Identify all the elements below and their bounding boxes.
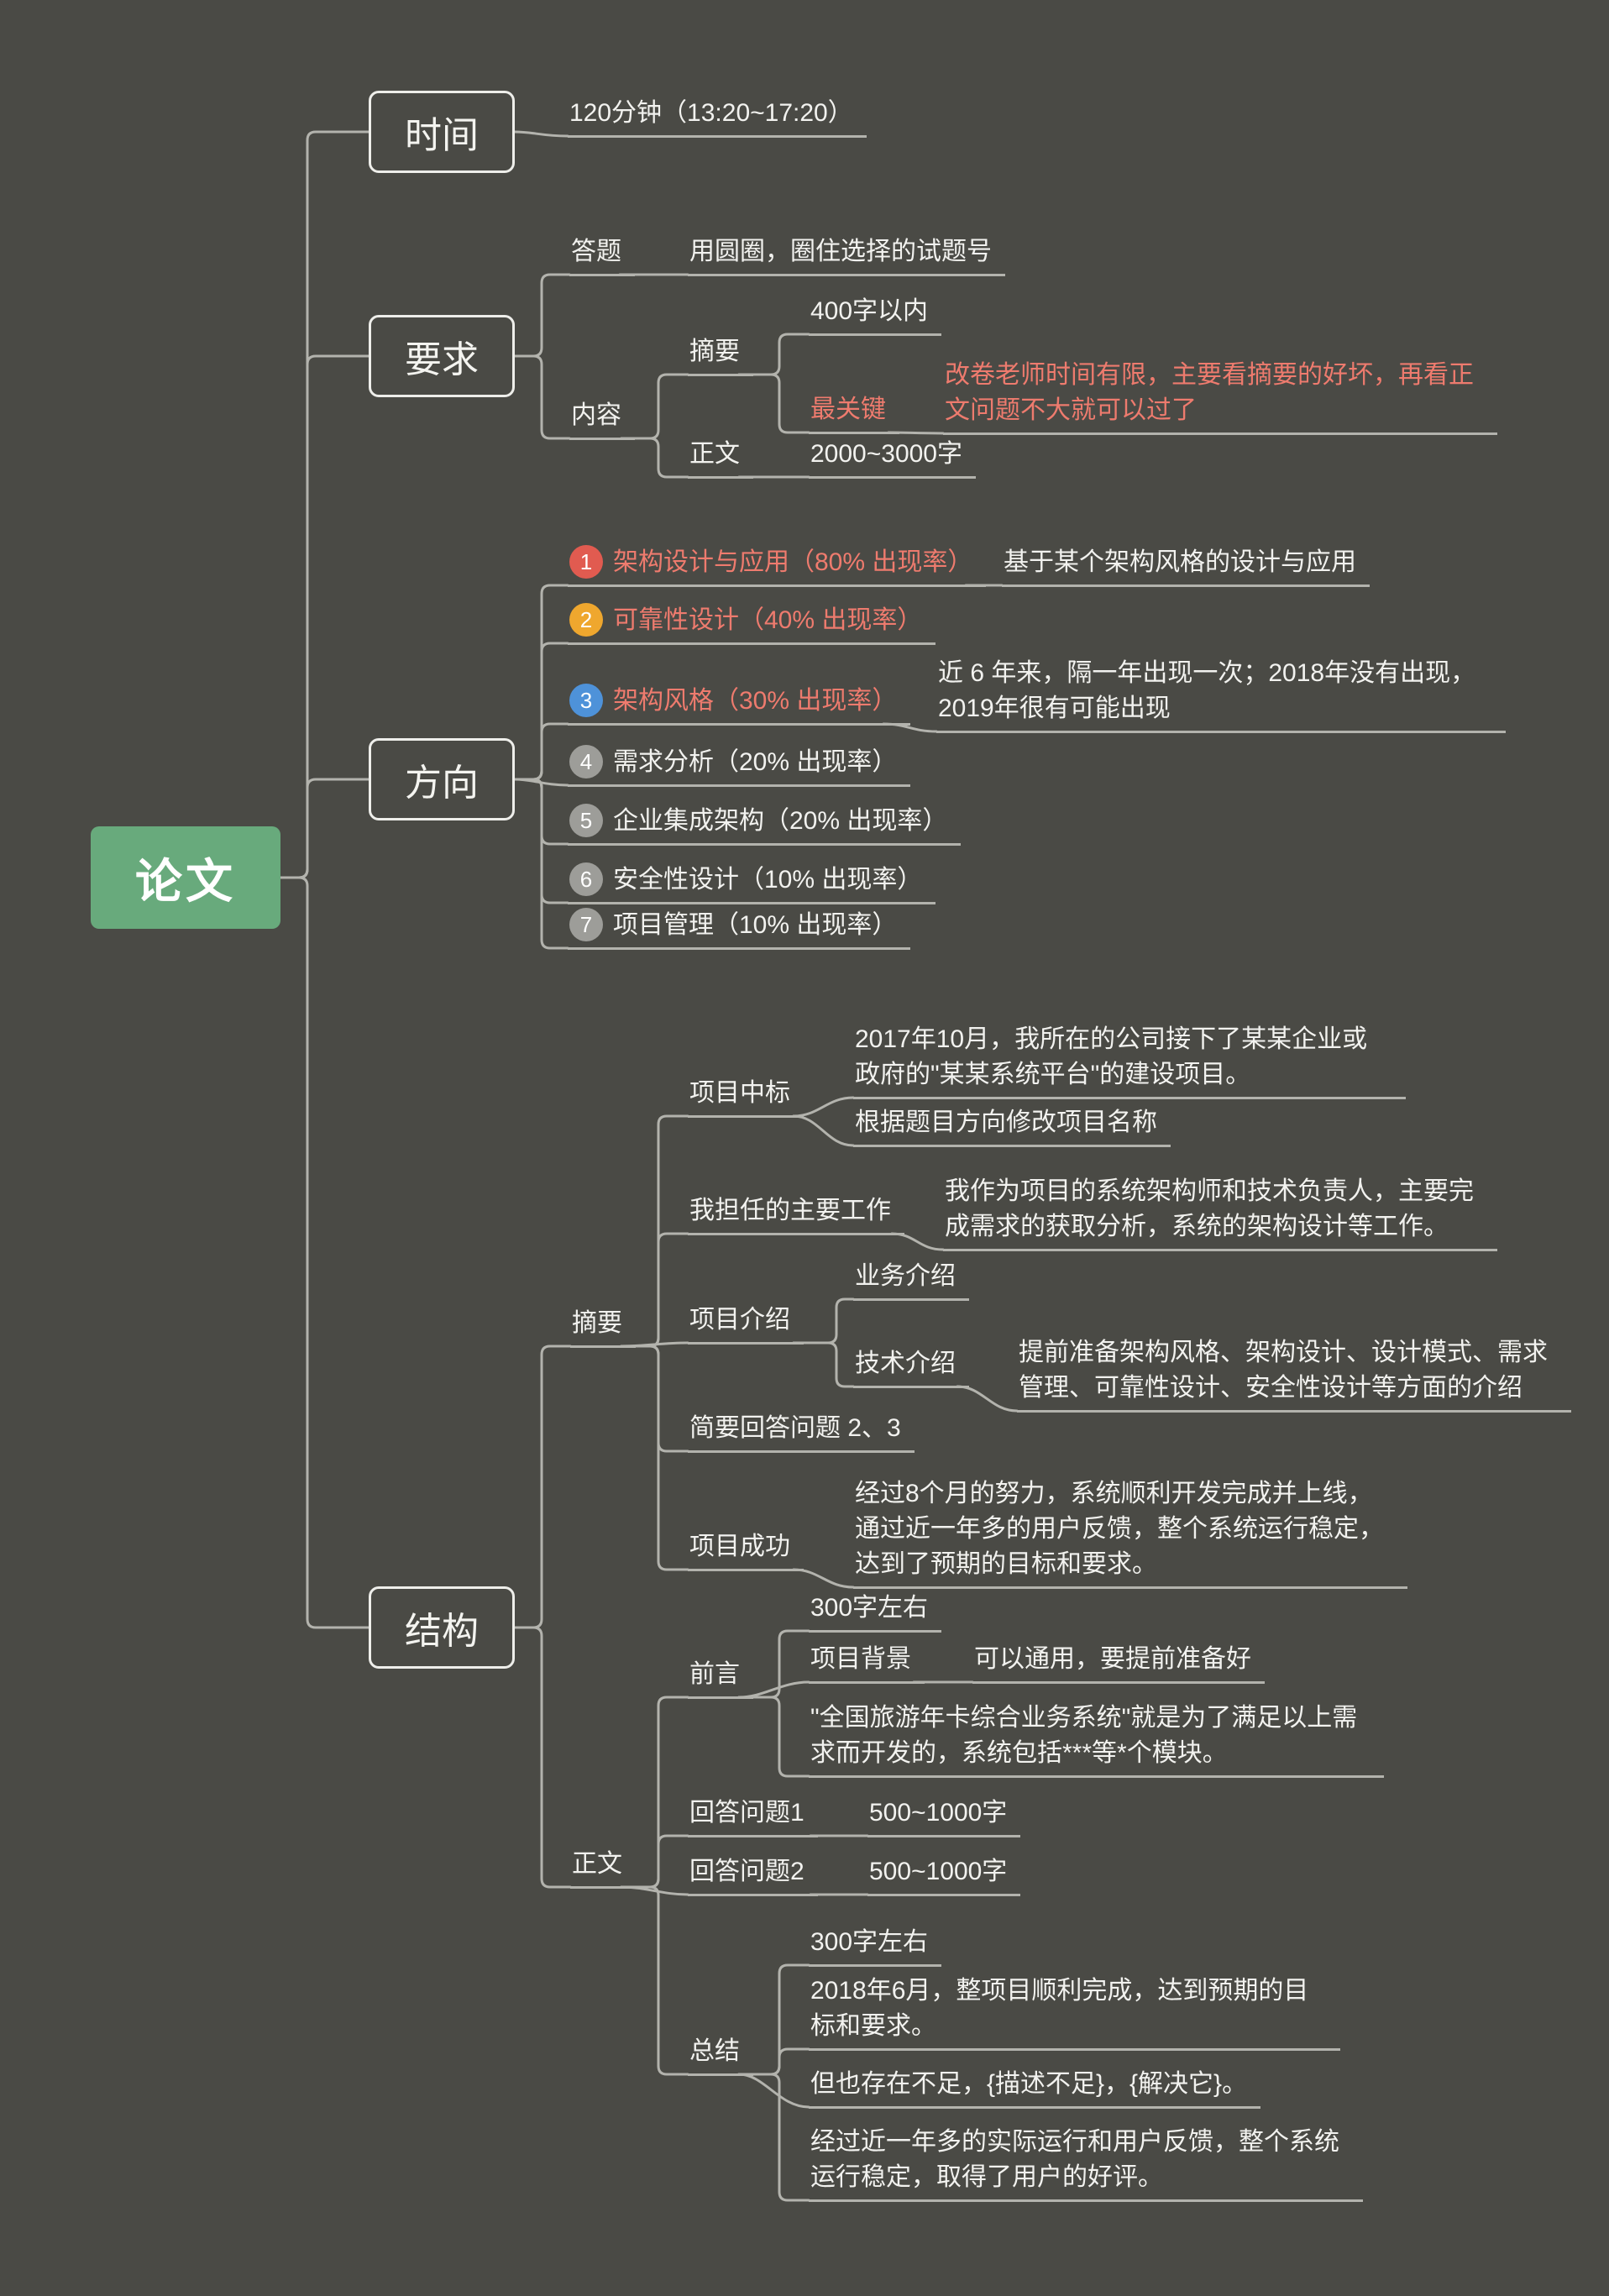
abstract-win-note2[interactable]: 根据题目方向修改项目名称 (853, 1105, 1171, 1147)
body-q1-limit[interactable]: 500~1000字 (867, 1795, 1021, 1837)
direction-item-label: 架构风格（30% 出现率） (613, 687, 898, 715)
time-duration-note[interactable]: 120分钟（13:20~17:20） (568, 96, 867, 138)
body-q2[interactable]: 回答问题2 (688, 1854, 818, 1896)
body-background[interactable]: 项目背景 (809, 1642, 925, 1684)
body-summary-note3[interactable]: 经过近一年多的实际运行和用户反馈，整个系统运行稳定，取得了用户的好评。 (809, 2125, 1363, 2202)
body-q1[interactable]: 回答问题1 (688, 1795, 818, 1837)
body-preface[interactable]: 前言 (688, 1657, 753, 1699)
abstract-intro-tech[interactable]: 技术介绍 (853, 1346, 969, 1388)
abstract-role-note[interactable]: 我作为项目的系统架构师和技术负责人，主要完成需求的获取分析，系统的架构设计等工作… (943, 1174, 1497, 1251)
topic-structure[interactable]: 结构 (369, 1586, 515, 1669)
topic-req[interactable]: 要求 (369, 315, 515, 397)
req-body-limit[interactable]: 2000~3000字 (809, 437, 976, 479)
structure-body[interactable]: 正文 (570, 1847, 636, 1889)
body-summary-note2[interactable]: 但也存在不足，{描述不足}，{解决它}。 (809, 2067, 1261, 2109)
root-topic[interactable]: 论文 (91, 826, 280, 929)
body-preface-limit[interactable]: 300字左右 (809, 1591, 942, 1633)
direction-item-6[interactable]: 6 安全性设计（10% 出现率） (568, 862, 936, 905)
direction-item-label: 架构设计与应用（80% 出现率） (613, 548, 973, 576)
abstract-intro[interactable]: 项目介绍 (688, 1303, 804, 1345)
direction-item-5[interactable]: 5 企业集成架构（20% 出现率） (568, 804, 962, 847)
direction-item-3-note[interactable]: 近 6 年来，隔一年出现一次；2018年没有出现，2019年很有可能出现 (936, 656, 1506, 733)
direction-item-2[interactable]: 2 可靠性设计（40% 出现率） (568, 603, 936, 646)
number-badge: 2 (569, 603, 603, 637)
req-content[interactable]: 内容 (569, 398, 635, 440)
abstract-success-note[interactable]: 经过8个月的努力，系统顺利开发完成并上线，通过近一年多的用户反馈，整个系统运行稳… (853, 1476, 1407, 1589)
req-key[interactable]: 最关键 (809, 392, 899, 434)
body-summary[interactable]: 总结 (688, 2034, 753, 2076)
structure-abstract[interactable]: 摘要 (570, 1306, 636, 1348)
direction-item-1-note[interactable]: 基于某个架构风格的设计与应用 (1002, 545, 1370, 587)
number-badge: 5 (569, 804, 603, 838)
body-q2-limit[interactable]: 500~1000字 (867, 1854, 1021, 1896)
body-preface-note[interactable]: "全国旅游年卡综合业务系统"就是为了满足以上需求而开发的，系统包括***等*个模… (809, 1701, 1384, 1778)
abstract-role[interactable]: 我担任的主要工作 (688, 1193, 904, 1235)
abstract-intro-business[interactable]: 业务介绍 (853, 1259, 969, 1301)
direction-item-label: 安全性设计（10% 出现率） (613, 866, 923, 894)
direction-item-3[interactable]: 3 架构风格（30% 出现率） (568, 684, 911, 726)
direction-item-label: 可靠性设计（40% 出现率） (613, 606, 923, 634)
body-summary-limit[interactable]: 300字左右 (809, 1925, 942, 1967)
abstract-win[interactable]: 项目中标 (688, 1076, 804, 1118)
topic-direction[interactable]: 方向 (369, 738, 515, 820)
number-badge: 3 (569, 684, 603, 718)
body-background-note[interactable]: 可以通用，要提前准备好 (972, 1642, 1265, 1684)
req-key-note[interactable]: 改卷老师时间有限，主要看摘要的好坏，再看正文问题不大就可以过了 (943, 358, 1497, 435)
direction-item-4[interactable]: 4 需求分析（20% 出现率） (568, 745, 911, 788)
direction-item-1[interactable]: 1 架构设计与应用（80% 出现率） (568, 545, 987, 588)
number-badge: 7 (569, 908, 603, 942)
req-abstract-limit[interactable]: 400字以内 (809, 294, 942, 336)
number-badge: 1 (569, 545, 603, 579)
direction-item-7[interactable]: 7 项目管理（10% 出现率） (568, 908, 911, 951)
topic-time[interactable]: 时间 (369, 91, 515, 173)
abstract-brief[interactable]: 简要回答问题 2、3 (688, 1411, 915, 1453)
direction-item-label: 需求分析（20% 出现率） (613, 748, 898, 776)
body-summary-note1[interactable]: 2018年6月，整项目顺利完成，达到预期的目标和要求。 (809, 1974, 1340, 2051)
req-answer-note[interactable]: 用圆圈，圈住选择的试题号 (688, 234, 1005, 276)
direction-item-label: 项目管理（10% 出现率） (613, 911, 898, 939)
req-answer[interactable]: 答题 (569, 234, 635, 276)
abstract-intro-tech-note[interactable]: 提前准备架构风格、架构设计、设计模式、需求管理、可靠性设计、安全性设计等方面的介… (1017, 1335, 1571, 1413)
direction-item-label: 企业集成架构（20% 出现率） (613, 807, 948, 835)
req-abstract[interactable]: 摘要 (688, 334, 753, 376)
req-body[interactable]: 正文 (688, 437, 753, 479)
abstract-success[interactable]: 项目成功 (688, 1529, 804, 1571)
number-badge: 6 (569, 862, 603, 897)
number-badge: 4 (569, 745, 603, 779)
abstract-win-note1[interactable]: 2017年10月，我所在的公司接下了某某企业或政府的"某某系统平台"的建设项目。 (853, 1022, 1406, 1099)
